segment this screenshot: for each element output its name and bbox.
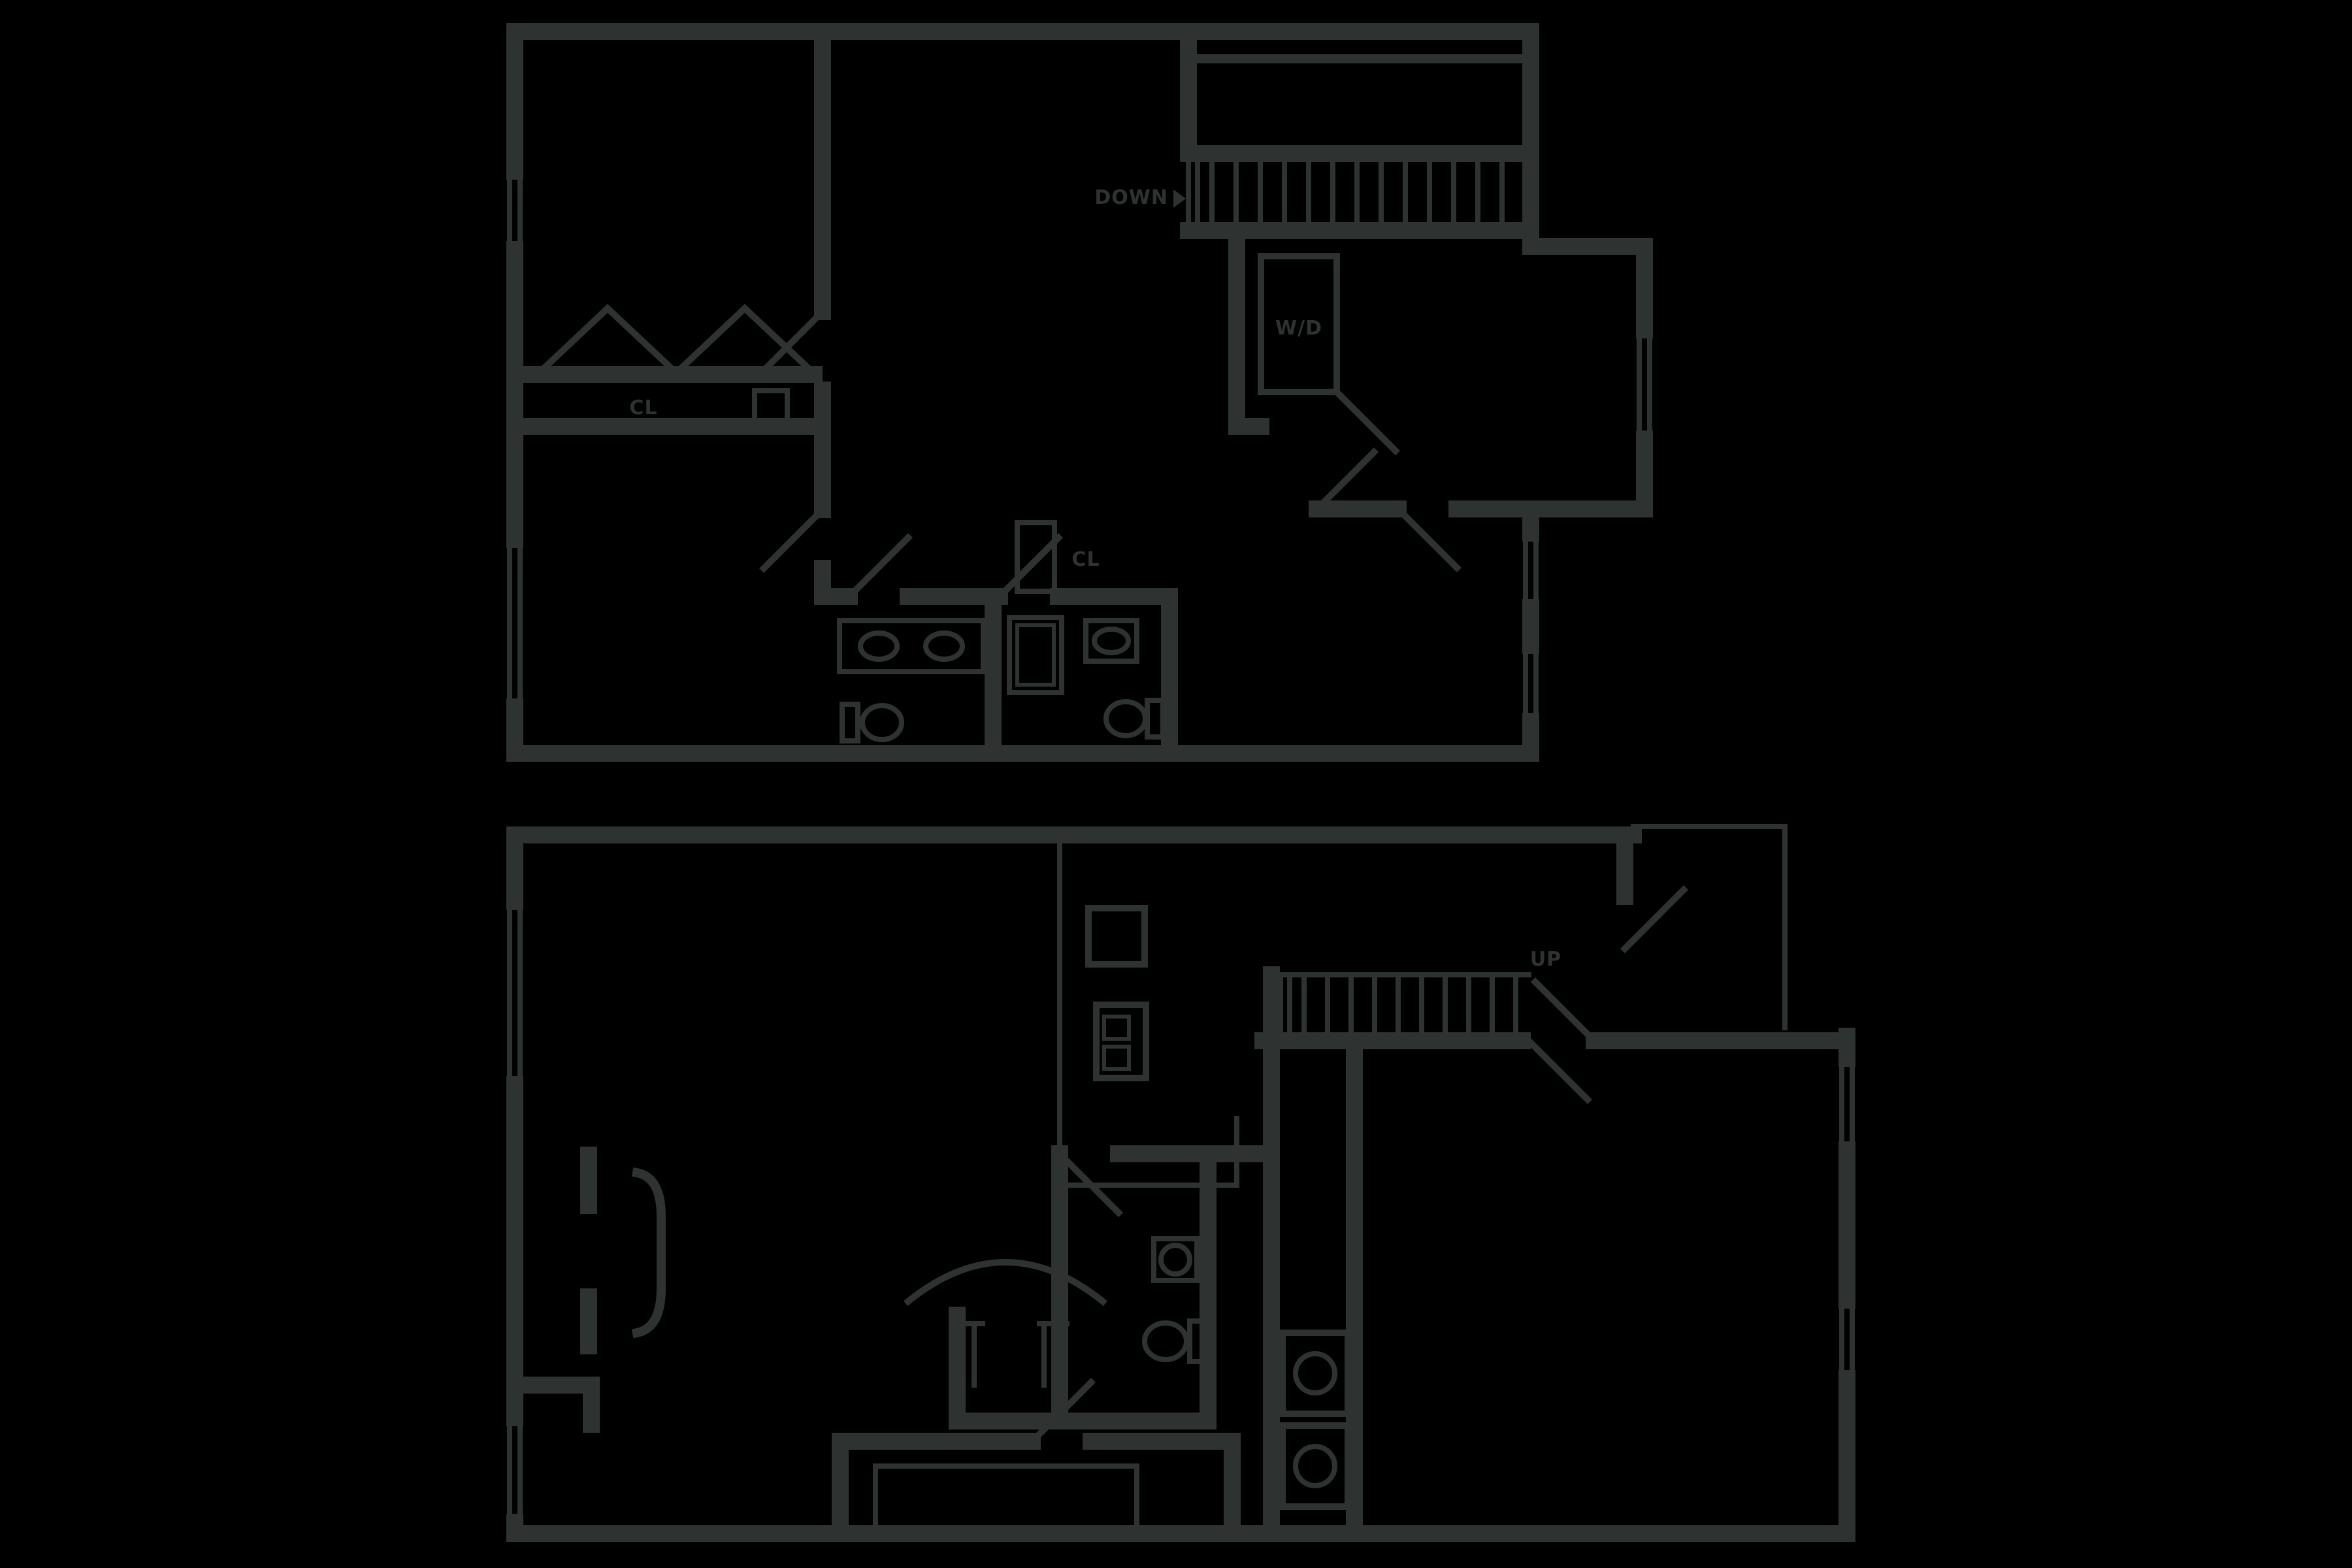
range-icon xyxy=(1093,1002,1149,1081)
lower-outer-walls xyxy=(506,826,1855,1542)
lower-floor-plan: UP xyxy=(506,824,1855,1542)
lower-interior-walls xyxy=(506,826,1855,1542)
kitchen-icons xyxy=(1057,832,1239,1188)
upper-bathroom1-fixtures-icon xyxy=(837,618,986,743)
upper-stairs-icon: DOWN xyxy=(1094,159,1505,225)
lower-windows xyxy=(507,899,1855,1525)
closet-divider-box xyxy=(752,388,790,431)
closet-label: CL xyxy=(629,397,657,419)
upper-floor-plan: DOWN W/D CL CL xyxy=(506,23,1653,762)
upper-outer-walls xyxy=(506,23,1653,762)
upper-interior-walls xyxy=(515,31,1531,762)
arched-opening-icon xyxy=(903,1259,1108,1307)
upper-laundry-icon: W/D xyxy=(1258,253,1340,395)
linen-label: CL xyxy=(1071,548,1100,571)
washer-dryer-icon xyxy=(1279,1330,1351,1510)
curved-nook-wall xyxy=(631,1167,666,1339)
stairs-up-label: UP xyxy=(1530,948,1561,971)
refrigerator-icon xyxy=(1085,905,1148,968)
upper-windows xyxy=(507,169,1652,724)
lower-bathroom-fixtures-icon xyxy=(1142,1236,1208,1364)
stairs-down-label: DOWN xyxy=(1094,186,1168,209)
closet-rod-icon xyxy=(955,1321,1070,1388)
stairs-down-arrow-icon xyxy=(1173,189,1186,208)
lower-stairs-icon: UP xyxy=(1278,948,1561,1043)
entry-porch-outline xyxy=(1631,824,1788,1030)
upper-bathroom2-fixtures-icon xyxy=(1007,615,1166,740)
laundry-label: W/D xyxy=(1275,317,1322,340)
lower-door-swings-icon xyxy=(1027,885,1689,1446)
storage-inset-outline xyxy=(873,1463,1139,1527)
upper-door-swings-icon xyxy=(759,306,1462,602)
upper-linen-closet: CL xyxy=(1015,520,1100,594)
